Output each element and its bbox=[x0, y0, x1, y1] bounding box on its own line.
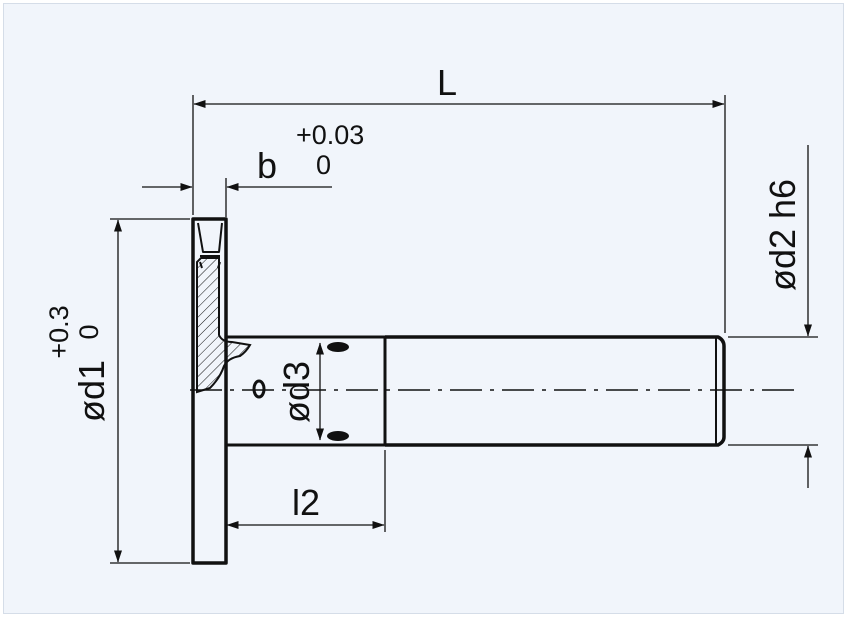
label-flange-width: b bbox=[257, 145, 277, 186]
label-flange-diameter-tol-lower: 0 bbox=[74, 324, 104, 339]
label-groove-length: l2 bbox=[292, 482, 320, 523]
groove-neck bbox=[226, 335, 387, 447]
oil-hole-top bbox=[327, 342, 349, 352]
shaft bbox=[385, 335, 726, 447]
oil-holes bbox=[327, 342, 349, 441]
oil-hole-bottom bbox=[327, 431, 349, 441]
label-flange-diameter-tol-upper: +0.3 bbox=[44, 305, 74, 358]
label-flange-width-tol-lower: 0 bbox=[316, 150, 331, 180]
label-length: L bbox=[437, 62, 457, 103]
label-flange-diameter: ød1 bbox=[71, 360, 112, 422]
label-flange-width-tol-upper: +0.03 bbox=[296, 120, 364, 150]
label-shaft-diameter: ød2 h6 bbox=[762, 179, 803, 291]
dimensions bbox=[110, 95, 818, 564]
flange bbox=[191, 217, 228, 565]
countersink bbox=[197, 222, 223, 253]
part-body bbox=[191, 217, 726, 565]
oil-hole-center bbox=[252, 379, 266, 399]
label-groove-diameter: ød3 bbox=[276, 361, 317, 423]
hatched-section bbox=[196, 257, 252, 394]
